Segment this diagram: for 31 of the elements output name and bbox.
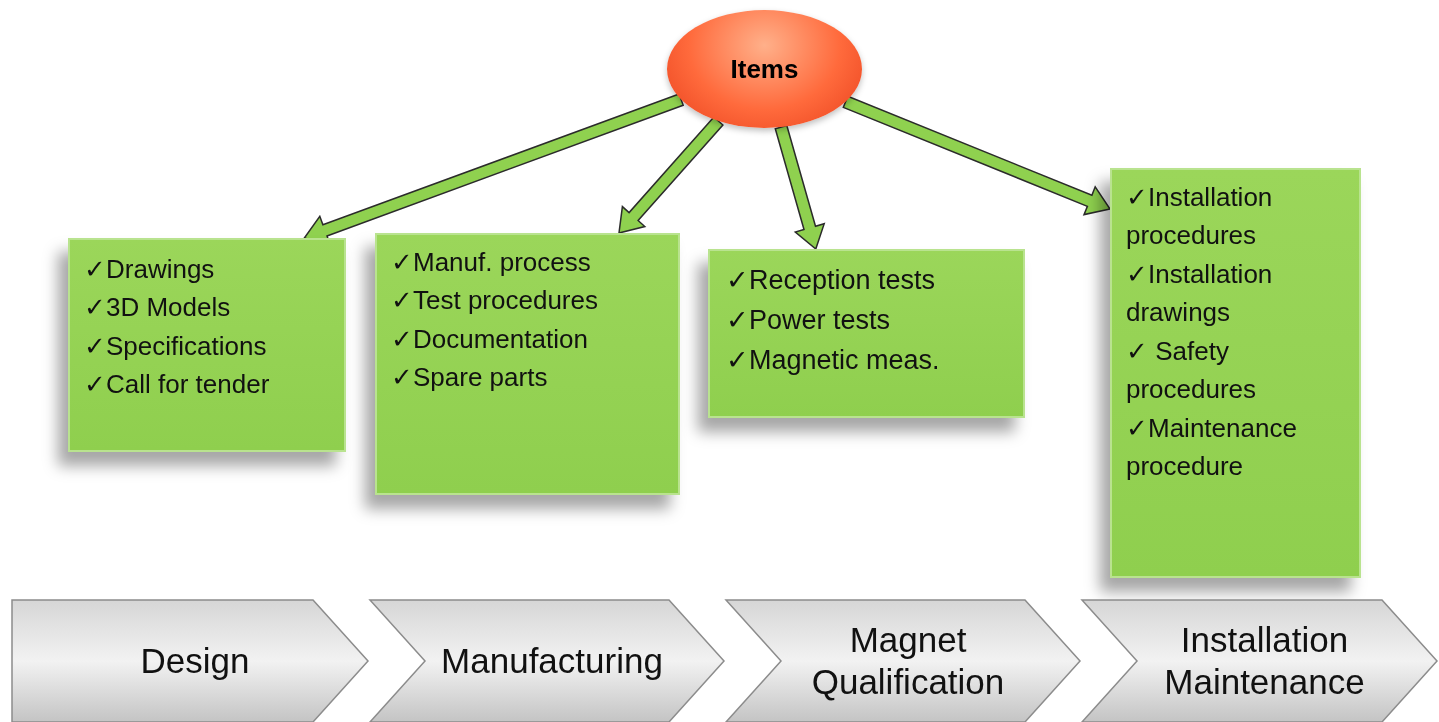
checklist-item: ✓Test procedures xyxy=(391,284,599,318)
checklist-box xyxy=(375,233,680,495)
stage-label: Installation Maintenance xyxy=(1163,619,1366,703)
stage-step xyxy=(726,600,1080,722)
checklist-item: ✓Call for tender xyxy=(84,368,271,402)
checklist-item: ✓Maintenance procedure xyxy=(1126,411,1298,484)
checklist-item: ✓Installation procedures xyxy=(1126,181,1274,253)
checklist-item: ✓Reception tests xyxy=(726,264,937,297)
checklist-item: ✓ Safety procedures xyxy=(1126,334,1258,407)
checklist-box xyxy=(1110,168,1361,578)
ellipse-label: Items xyxy=(730,53,799,85)
checklist-item: ✓Magnetic meas. xyxy=(726,343,941,377)
checklist-box xyxy=(708,249,1025,418)
checklist-item: ✓Spare parts xyxy=(391,361,549,395)
checklist-item: ✓Documentation xyxy=(391,322,589,356)
checklist-item: ✓Specifications xyxy=(84,329,268,363)
checklist-box xyxy=(68,238,346,452)
checklist-item: ✓Power tests xyxy=(726,303,892,337)
checklist-item: ✓3D Models xyxy=(84,291,232,325)
stage-step xyxy=(1082,600,1437,722)
stage-label: Design xyxy=(140,640,250,682)
block-arrow xyxy=(842,95,1112,216)
checklist-item: ✓Installation drawings xyxy=(1126,257,1274,330)
block-arrow xyxy=(774,124,826,251)
stage-label: Manufacturing xyxy=(441,640,663,682)
stage-step xyxy=(12,600,368,722)
stage-step xyxy=(370,600,724,722)
stage-label: Magnet Qualification xyxy=(810,619,1006,703)
checklist-item: ✓Drawings xyxy=(84,253,216,286)
checklist-item: ✓Manuf. process xyxy=(391,246,592,279)
item-ellipse xyxy=(667,10,862,128)
